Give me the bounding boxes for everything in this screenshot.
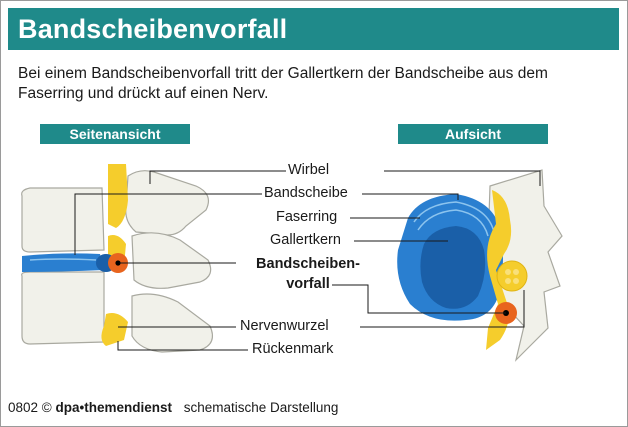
rueckenmark-top <box>496 260 528 292</box>
leader-lines <box>74 170 541 351</box>
top-view-label: Aufsicht <box>398 124 548 144</box>
label-faserring: Faserring <box>276 209 338 225</box>
lower-spinous-process <box>131 293 213 353</box>
gallertkern-top <box>420 226 486 309</box>
side-view-illustration <box>21 164 213 353</box>
label-nervenwurzel: Nervenwurzel <box>240 318 329 334</box>
side-view-label: Seitenansicht <box>40 124 190 144</box>
label-vorfall-line1: Bandscheiben- <box>256 256 360 272</box>
middle-process <box>131 232 212 289</box>
label-wirbel: Wirbel <box>288 162 330 178</box>
footer-brand: dpa•themendienst <box>55 400 173 415</box>
footer-note: schematische Darstellung <box>183 400 339 415</box>
label-bandscheibe: Bandscheibe <box>264 185 348 201</box>
label-rueckenmark: Rückenmark <box>252 341 334 357</box>
footer-code: 0802 © <box>8 400 52 415</box>
upper-vertebra <box>21 187 105 253</box>
intro-text: Bei einem Bandscheibenvorfall tritt der … <box>18 65 548 102</box>
nerve-upper <box>108 164 128 228</box>
label-bandscheibenvorfall: Bandscheiben- vorfall <box>238 254 378 294</box>
label-vorfall-line2: vorfall <box>286 276 330 292</box>
nerve-lower <box>101 313 128 346</box>
top-view-illustration <box>397 169 563 362</box>
upper-spinous-process <box>125 170 209 236</box>
lower-vertebra <box>21 271 105 345</box>
page-title: Bandscheibenvorfall <box>8 8 619 50</box>
disc-side <box>22 253 104 272</box>
footer: 0802 © dpa•themendienst schematische Dar… <box>8 400 338 415</box>
label-gallertkern: Gallertkern <box>270 232 341 248</box>
